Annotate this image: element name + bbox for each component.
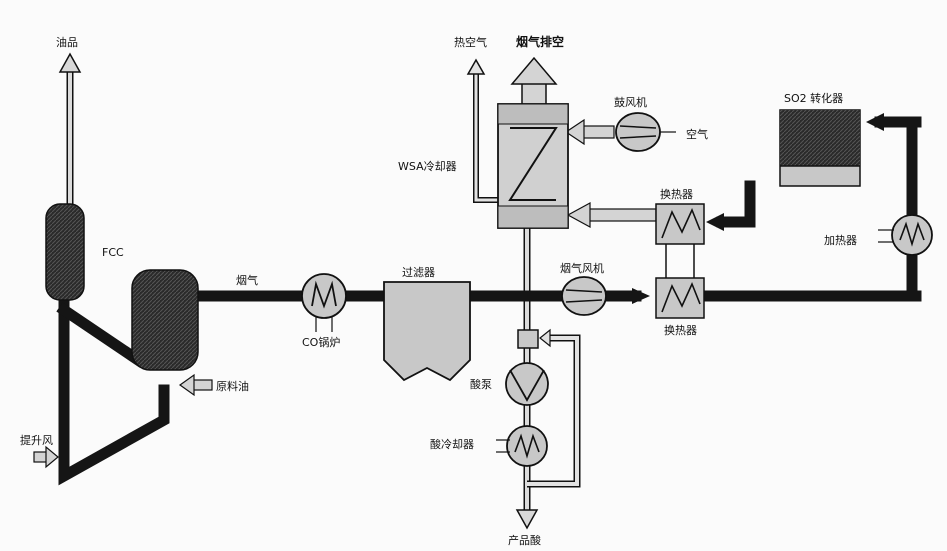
label-wsa-cooler: WSA冷却器 [398,160,457,173]
label-filter: 过滤器 [402,266,435,279]
exchanger-to-cooler-line [566,201,657,229]
label-product-acid: 产品酸 [508,533,541,547]
label-feed-oil: 原料油 [216,379,249,393]
wsa-cooler [497,103,569,229]
flue-gas-vent-arrow [510,56,558,107]
label-heater: 加热器 [824,234,857,247]
label-hot-air: 热空气 [454,35,487,49]
filter [383,281,471,382]
exchanger-link [665,244,695,278]
label-air: 空气 [686,127,708,141]
fcc-piping [56,294,170,486]
acid-tee [517,329,539,349]
label-lift-air: 提升风 [20,434,53,447]
label-flue-gas-fan: 烟气风机 [560,261,604,275]
flue-gas-fan [561,276,607,316]
fcc-regenerator [131,269,199,371]
label-acid-cooler: 酸冷却器 [430,437,474,451]
fcc-reactor [45,203,85,301]
flue-gas-main-line [184,113,922,304]
hot-air-line [466,58,500,203]
co-boiler [301,273,347,332]
label-heat-exchanger-bottom: 换热器 [664,323,697,337]
feed-oil-arrow [178,373,213,397]
label-so2-converter: SO2 转化器 [784,91,843,105]
heat-exchanger-upper [655,203,705,245]
blower-air-line [564,118,676,146]
lift-air-arrow [33,445,59,469]
label-co-boiler: CO锅炉 [302,336,340,349]
label-oil-product: 油品 [56,35,78,49]
label-acid-pump: 酸泵 [470,377,492,391]
so2-converter [779,109,861,187]
acid-recycle-loop [527,328,581,488]
acid-pump [505,362,549,406]
oil-product-line [58,52,82,205]
label-blower: 鼓风机 [614,95,647,109]
heater [878,214,933,256]
heat-exchanger-lower [655,277,705,319]
acid-cooler [496,425,548,467]
label-flue-gas-vent: 烟气排空 [516,34,564,49]
label-flue-gas: 烟气 [236,273,258,287]
label-fcc: FCC [102,246,124,259]
blower [615,112,661,152]
label-heat-exchanger-top: 换热器 [660,187,693,201]
